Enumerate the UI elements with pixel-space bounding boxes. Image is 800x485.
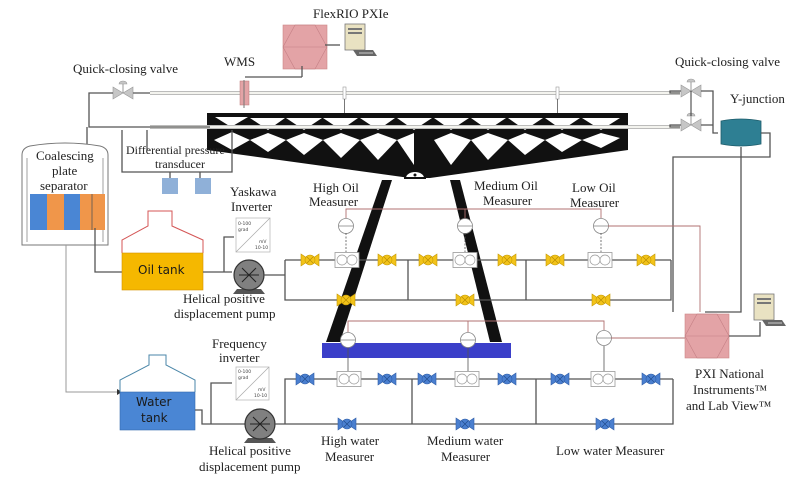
pxi-computer-icon — [753, 293, 787, 327]
svg-text:grad: grad — [238, 227, 248, 233]
yaskawa-inverter-box: 0-100 grad mV 10-10 — [235, 217, 271, 253]
qcv-right-label: Quick-closing valve — [675, 54, 780, 69]
low-oil-label-1: Low Oil — [572, 180, 616, 195]
frequency-inverter-box: 0-100 grad mV 10-10 — [235, 366, 270, 401]
freq-inverter-label-2: inverter — [219, 350, 260, 365]
flexrio-computer-icon — [344, 23, 378, 57]
pxi-box — [684, 313, 730, 359]
water-pump-label-2: displacement pump — [199, 459, 300, 474]
dp-label-1: Differential pressure — [126, 143, 225, 157]
water-tank — [119, 354, 196, 431]
dp-sensor-left — [162, 178, 178, 194]
oil-tank-label: Oil tank — [138, 263, 185, 277]
pxi-label-1: PXI National — [695, 366, 764, 381]
medium-oil-label-2: Measurer — [483, 193, 533, 208]
yaskawa-label-2: Inverter — [231, 199, 273, 214]
water-pump-label-1: Helical positive — [209, 443, 291, 458]
water-pump-icon — [243, 408, 277, 444]
water-tank-label-1: Water — [136, 395, 172, 409]
svg-text:10-10: 10-10 — [254, 393, 267, 399]
separator-label-2: plate — [52, 163, 77, 178]
flexrio-label: FlexRIO PXIe — [313, 6, 389, 21]
flexrio-box — [282, 24, 328, 70]
medium-water-label-1: Medium water — [427, 433, 504, 448]
high-oil-label-2: Measurer — [309, 194, 359, 209]
oil-pump-icon — [232, 259, 266, 295]
high-water-label-1: High water — [321, 433, 380, 448]
water-test-bar — [322, 343, 511, 358]
water-gauges — [340, 330, 612, 371]
oil-gauges — [338, 218, 609, 252]
oil-pump-label-2: displacement pump — [174, 306, 275, 321]
yaskawa-label-1: Yaskawa — [230, 184, 277, 199]
coalescing-plate-separator — [21, 142, 109, 246]
separator-label-3: separator — [40, 178, 88, 193]
pxi-label-3: and Lab View™ — [686, 398, 771, 413]
qcv-left-label: Quick-closing valve — [73, 61, 178, 76]
y-junction-label: Y-junction — [730, 91, 785, 106]
svg-text:0-100: 0-100 — [238, 369, 251, 375]
svg-text:mV: mV — [258, 387, 266, 393]
svg-text:mV: mV — [259, 239, 267, 245]
wms-label: WMS — [224, 54, 255, 69]
low-water-label: Low water Measurer — [556, 443, 665, 458]
pxi-label-2: Instruments™ — [693, 382, 767, 397]
freq-inverter-label-1: Frequency — [212, 336, 267, 351]
y-junction — [720, 118, 762, 147]
svg-text:grad: grad — [238, 375, 248, 381]
dp-sensor-right — [195, 178, 211, 194]
low-oil-label-2: Measurer — [570, 195, 620, 210]
oil-tank — [121, 210, 204, 291]
water-tank-label-2: tank — [141, 411, 168, 425]
svg-text:10-10: 10-10 — [255, 245, 268, 251]
quick-closing-valve-left-icon — [112, 80, 134, 100]
dp-label-2: transducer — [155, 157, 205, 171]
separator-label-1: Coalescing — [36, 148, 94, 163]
oil-pump-label-1: Helical positive — [183, 291, 265, 306]
medium-water-label-2: Measurer — [441, 449, 491, 464]
medium-oil-label-1: Medium Oil — [474, 178, 538, 193]
high-oil-label-1: High Oil — [313, 180, 359, 195]
svg-text:0-100: 0-100 — [238, 221, 251, 227]
high-water-label-2: Measurer — [325, 449, 375, 464]
